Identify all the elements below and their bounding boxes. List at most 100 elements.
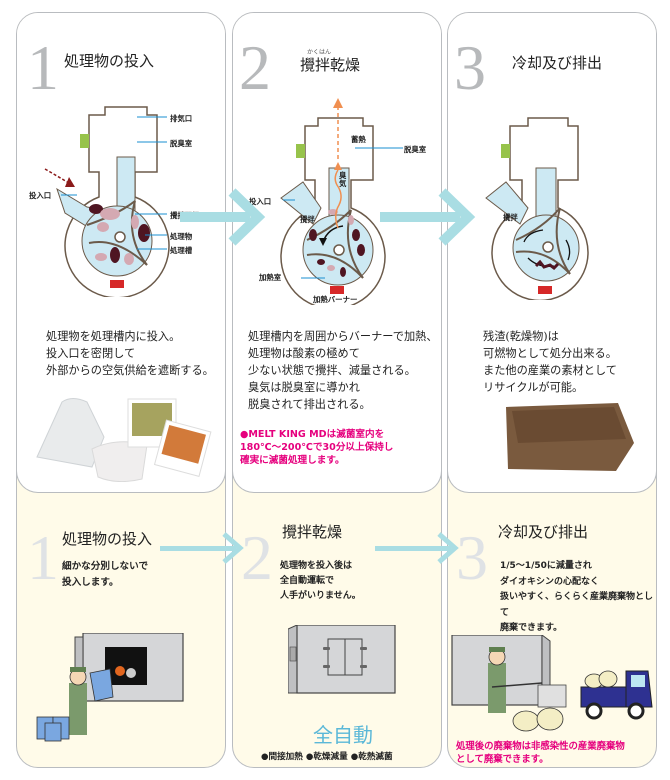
blade (306, 253, 364, 279)
machine-body (296, 625, 396, 694)
step-2-top-section: 2 かくはん 攪拌乾燥 (233, 13, 441, 493)
label-deodorize: 脱臭室 (170, 139, 193, 148)
truck-window (631, 675, 645, 687)
rake (491, 682, 543, 688)
label-heating-chamber: 加熱室 (259, 273, 282, 282)
machine-diagram-drying (280, 98, 403, 305)
step-3-top-section: 3 冷却及び排出 攪拌 残渣(乾燥物)は 可燃物として処分出来る。 また他の産業… (448, 13, 656, 493)
waste-photos (36, 398, 212, 482)
closed-machine-illustration (288, 625, 396, 694)
shaft (114, 231, 126, 243)
waste-item (115, 666, 125, 676)
worker-body (488, 663, 506, 713)
waste-piece (138, 224, 150, 242)
vent-block (501, 144, 510, 158)
step-title: 処理物の投入 (64, 52, 155, 70)
machine-diagram-cooling (485, 117, 589, 300)
odor-flow-arrowhead (334, 162, 342, 170)
worker-cap (489, 647, 505, 652)
non-infectious-note: 処理後の廃棄物は非感染性の産業廃棄物 として廃棄できます。 (456, 741, 625, 765)
waste-piece (97, 222, 109, 232)
waste-piece (340, 267, 346, 277)
label-deodorize: 脱臭室 (404, 145, 427, 154)
step-number: 3 (454, 32, 486, 103)
step-description: 残渣(乾燥物)は 可燃物として処分出来る。 また他の産業の素材として リサイクル… (483, 330, 617, 394)
arrow-bottom-step2-to-step3 (375, 532, 459, 564)
waste-sack (512, 710, 540, 732)
residue-tray-photo (506, 403, 634, 471)
shaft (542, 241, 554, 253)
stir-arrowhead (319, 238, 327, 246)
bottom-step-title: 冷却及び排出 (498, 523, 589, 541)
blade (555, 207, 571, 275)
blade (515, 250, 571, 275)
worker-loading-illustration (36, 633, 184, 742)
odor-exhaust-arrowhead (333, 98, 343, 108)
rotation-arrow (565, 239, 571, 261)
waste-piece (110, 247, 120, 263)
waste-piece (309, 229, 317, 241)
waste-piece (352, 229, 360, 241)
step-1-panel: 1 処理物の投入 (16, 12, 226, 768)
step-number: 2 (239, 32, 271, 103)
label-stir: 攪拌 (300, 215, 315, 224)
worker-cap (70, 667, 86, 672)
step-description: 処理物を処理槽内に投入。 投入口を密閉して 外部からの空気供給を遮断する。 (46, 330, 214, 377)
label-inlet: 投入口 (249, 197, 272, 206)
shaft (333, 244, 345, 256)
waste-bin (44, 722, 62, 742)
arrow-step1-to-step2 (180, 188, 266, 246)
control-panel (289, 646, 297, 662)
residue-surface (512, 407, 626, 443)
bottom-step-description: 細かな分別しないで 投入します。 (62, 561, 149, 588)
waste-sack (536, 707, 564, 731)
bottom-step-description: 処理物を投入後は 全自動運転で 人手がいりません。 (280, 561, 361, 601)
bottom-step-title: 処理物の投入 (62, 530, 153, 548)
label-heat-storage: 蓄熱 (351, 135, 366, 144)
label-exhaust: 排気口 (170, 114, 193, 123)
input-arrowhead (65, 177, 75, 187)
waste-piece (357, 244, 365, 256)
vent-block (296, 144, 305, 158)
step-title: 冷却及び排出 (512, 54, 603, 72)
waste-piece (348, 215, 354, 225)
waste-piece (124, 253, 134, 265)
sterilization-note: ●MELT KING MDは滅菌室内を 180℃～200℃で30分以上保持し 確… (240, 429, 394, 466)
machine-diagram-loading (44, 106, 170, 297)
residue-bin (537, 684, 567, 708)
bottom-step-number: 1 (27, 522, 59, 593)
truck-wheel (585, 702, 603, 720)
waste-sack (598, 670, 618, 688)
arrow-bottom-step1-to-step2 (160, 532, 244, 564)
truck-wheel (627, 702, 645, 720)
waste-piece (327, 265, 335, 271)
inlet-tube (280, 181, 322, 225)
residue (534, 259, 560, 270)
label-material: 処理物 (170, 232, 193, 241)
worker-body (69, 683, 87, 735)
worker-unloading-illustration (451, 635, 653, 732)
burner-block (330, 286, 344, 294)
step-description: 処理槽内を周囲からバーナーで加熱、 処理物は酸素の極めて 少ない状態で攪拌、減量… (248, 330, 438, 411)
vent-block (80, 134, 89, 148)
burner-block (110, 280, 124, 288)
burner-block (538, 286, 552, 294)
bottom-step-number: 3 (456, 522, 488, 593)
step-title: 攪拌乾燥 (300, 56, 361, 74)
label-burner: 加熱バーナー (313, 295, 358, 304)
machine-opening (105, 647, 147, 685)
feature-dry-reduction: ●乾燥減量 (305, 752, 348, 762)
waste-piece (95, 253, 107, 261)
blade (515, 207, 561, 241)
blade (88, 241, 148, 266)
label-tank: 処理槽 (170, 246, 193, 255)
label-odor: 臭 気 (339, 171, 347, 188)
input-arrow (44, 168, 70, 184)
inlet-tube (485, 181, 529, 225)
waste-piece (89, 204, 103, 214)
feature-list: ●間接加熱 ●乾燥減量 ●乾熱滅菌 (261, 750, 393, 762)
step-1-top-section: 1 処理物の投入 (17, 13, 225, 493)
waste-item (126, 668, 136, 678)
step-2-panel: 2 かくはん 攪拌乾燥 (232, 12, 442, 768)
label-stir: 攪拌 (503, 213, 518, 222)
